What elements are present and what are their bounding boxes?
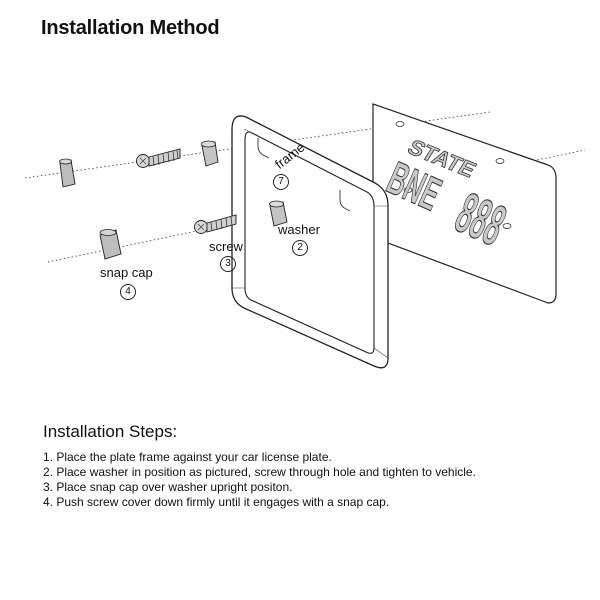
washer-lower bbox=[269, 200, 288, 227]
frame-slot bbox=[339, 190, 351, 212]
step-item: 4. Push screw cover down firmly until it… bbox=[43, 495, 390, 509]
plate-frame bbox=[231, 115, 389, 369]
plate-hole bbox=[395, 121, 405, 127]
snap-cap-upper bbox=[59, 158, 76, 188]
washer-upper bbox=[201, 140, 219, 167]
plate-hole bbox=[495, 158, 505, 164]
snap-cap-label: snap cap bbox=[100, 265, 153, 280]
steps-heading: Installation Steps: bbox=[43, 422, 178, 441]
screw-number: 3 bbox=[220, 256, 236, 272]
frame-slot bbox=[257, 138, 270, 159]
plate-hole bbox=[502, 223, 512, 229]
snap-cap-number: 4 bbox=[120, 284, 136, 300]
step-item: 3. Place snap cap over washer upright po… bbox=[43, 480, 293, 494]
plate-hole bbox=[403, 187, 413, 193]
screw-label: screw bbox=[209, 239, 243, 254]
step-item: 1. Place the plate frame against your ca… bbox=[43, 450, 332, 464]
washer-label: washer bbox=[278, 222, 320, 237]
steps-list: 1. Place the plate frame against your ca… bbox=[43, 450, 476, 510]
page-title: Installation Method bbox=[41, 17, 220, 39]
washer-number: 2 bbox=[292, 240, 308, 256]
license-plate: STATE BNE 888 bbox=[372, 103, 557, 304]
screw-lower bbox=[194, 214, 237, 234]
frame-number: 7 bbox=[273, 174, 289, 190]
step-item: 2. Place washer in position as pictured,… bbox=[43, 465, 476, 479]
screw-upper bbox=[136, 148, 181, 168]
snap-cap-lower bbox=[99, 229, 122, 260]
